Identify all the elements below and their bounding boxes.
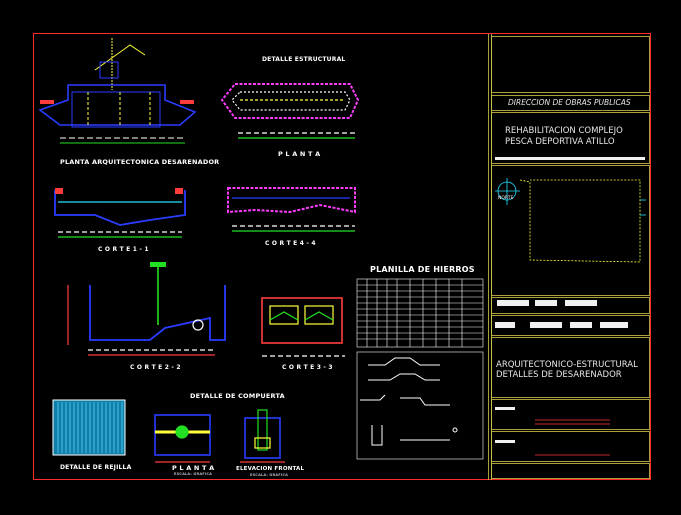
title-drawing-line2: DETALLES DE DESARENADOR [496,370,622,380]
label-corte-2-2: C O R T E 2 - 2 [130,364,181,371]
label-escala-elevacion: ESCALA: GRAFICA [250,473,289,477]
title-project-line2: PESCA DEPORTIVA ATILLO [505,137,615,147]
label-detalle-estructural: DETALLE ESTRUCTURAL [262,56,346,63]
location-sketch [495,178,646,263]
title-block-red-lines [535,419,610,456]
bar-shapes [360,357,458,446]
view-detalle-rejilla [52,399,126,456]
label-elevacion-frontal: ELEVACION FRONTAL [236,466,305,472]
title-block [488,34,650,480]
label-corte-4-4: C O R T E 4 - 4 [265,240,316,247]
view-planta-arquitectonica [38,38,197,144]
view-corte-4-4 [227,187,356,232]
view-compuerta-elevacion [240,409,285,463]
title-project-line1: REHABILITACION COMPLEJO [505,126,623,136]
title-drawing-line1: ARQUITECTONICO-ESTRUCTURAL [496,360,638,370]
label-corte-3-3: C O R T E 3 - 3 [282,364,333,371]
north-label: NORTE [498,196,514,201]
view-compuerta-planta [154,414,211,463]
label-planta: P L A N T A [278,150,321,158]
sheet-border [33,33,651,480]
label-detalle-rejilla: DETALLE DE REJILLA [60,464,132,471]
label-detalle-compuerta: DETALLE DE COMPUERTA [190,392,285,400]
label-planilla-hierros: PLANILLA DE HIERROS [370,265,475,274]
view-detalle-estructural [220,83,360,139]
label-escala-planta: ESCALA: GRAFICA [174,472,213,476]
title-agency: DIRECCION DE OBRAS PUBLICAS [508,98,631,107]
label-compuerta-planta: P L A N T A [172,464,215,472]
label-corte-1-1: C O R T E 1 - 1 [98,246,149,253]
view-corte-1-1 [54,188,186,238]
view-corte-2-2 [67,262,226,356]
planilla-table [356,278,484,460]
label-planta-arquitectonica: PLANTA ARQUITECTONICA DESARENADOR [60,158,220,166]
title-block-bars [495,157,645,443]
view-corte-3-3 [261,297,345,357]
